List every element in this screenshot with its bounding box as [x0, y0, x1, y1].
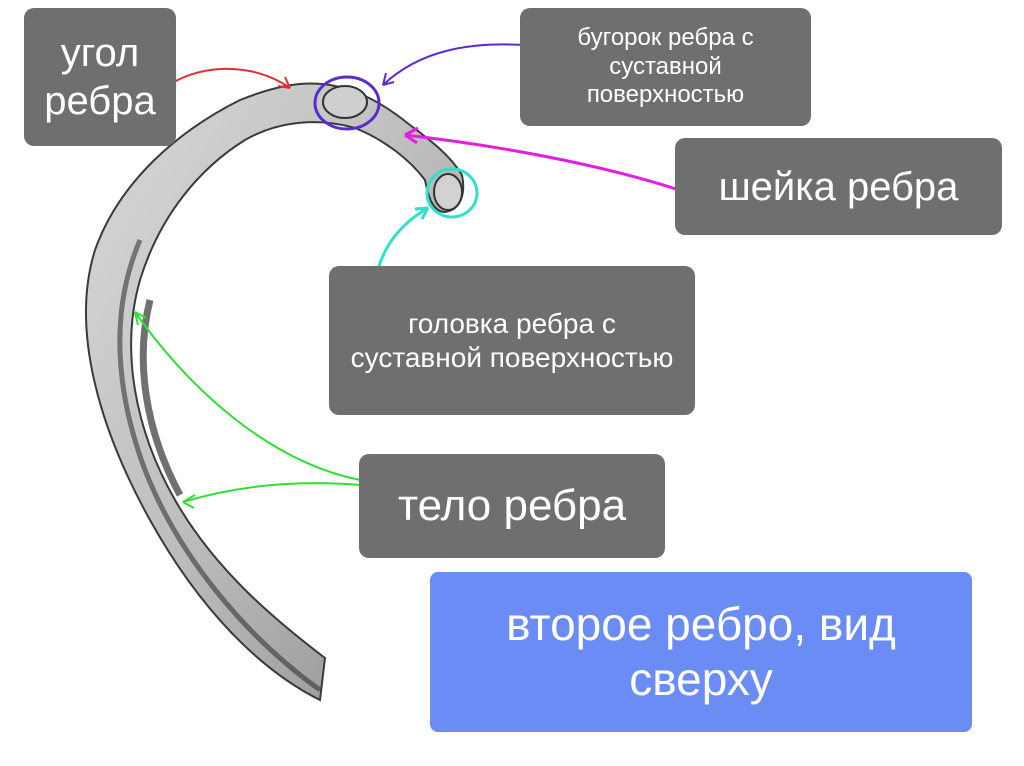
diagram-title: второе ребро, вид сверху	[430, 572, 972, 732]
label-rib-neck: шейка ребра	[675, 138, 1002, 235]
arrow-rib-neck	[404, 126, 686, 194]
arrow-rib-body	[134, 311, 361, 509]
rib-bone	[85, 82, 465, 702]
label-rib-head: головка ребра с суставной поверхностью	[329, 266, 695, 415]
label-rib-body: тело ребра	[359, 454, 665, 558]
label-rib-angle: угол ребра	[24, 8, 176, 146]
rib-inner-groove	[117, 239, 322, 693]
head-highlight-circle	[425, 167, 479, 219]
arrow-rib-tubercle	[382, 43, 524, 86]
arrow-rib-angle	[164, 67, 291, 89]
rib-tubercle	[322, 85, 368, 119]
tubercle-highlight-circle	[313, 75, 381, 131]
rib-head	[433, 173, 463, 211]
label-rib-tubercle: бугорок ребра с суставной поверхностью	[520, 8, 811, 126]
rib-shading	[139, 299, 184, 497]
